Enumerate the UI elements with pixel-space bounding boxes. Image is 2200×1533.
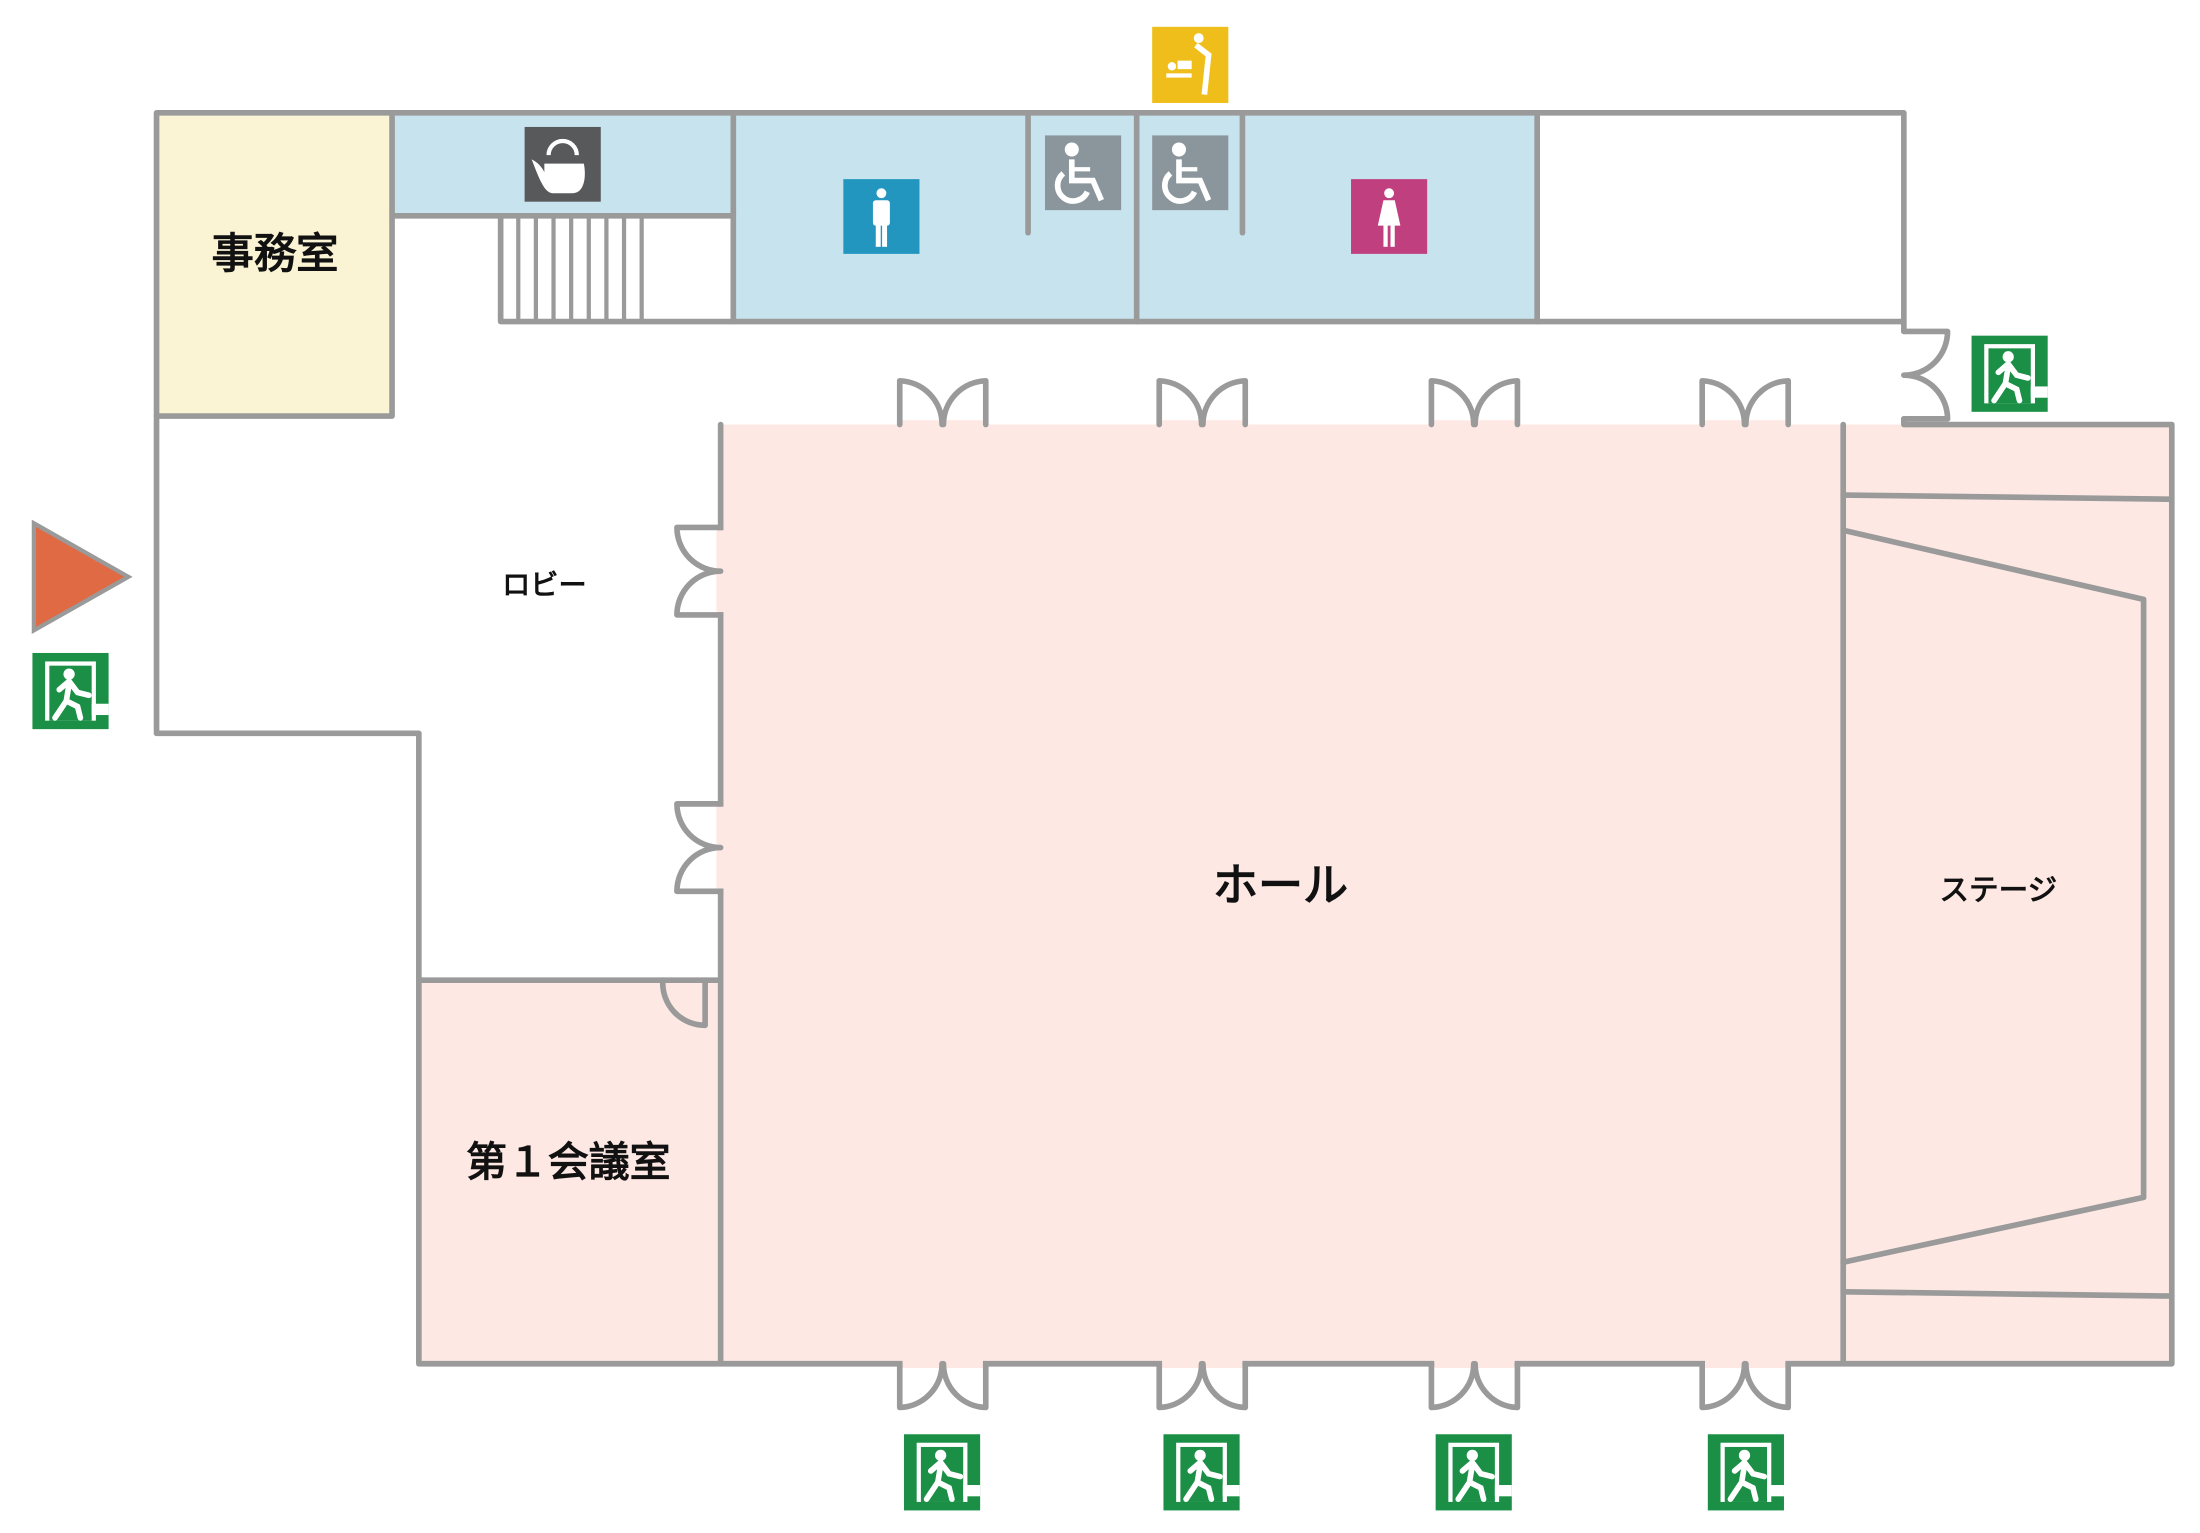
hall-room[interactable] (720, 424, 1844, 1364)
emergency-exit-icon (1163, 1434, 1240, 1511)
double-door[interactable] (1428, 1359, 1521, 1411)
double-door[interactable] (1428, 377, 1521, 429)
office-label: 事務室 (212, 229, 339, 278)
womens-restroom-icon (1351, 179, 1428, 254)
double-door[interactable] (1156, 377, 1249, 429)
wheelchair-restroom-icon (1045, 135, 1122, 211)
staircase (498, 215, 644, 322)
double-door[interactable] (1699, 377, 1792, 429)
wheelchair-restroom-icon (1152, 135, 1229, 211)
mens-restroom-icon (843, 179, 920, 254)
meeting-room-door[interactable] (659, 977, 708, 1029)
double-door[interactable] (1699, 1359, 1792, 1411)
baby-changing-icon (1152, 26, 1229, 103)
double-door[interactable] (674, 524, 725, 618)
double-door[interactable] (674, 801, 725, 895)
entrance-arrow-icon (31, 519, 133, 635)
double-door[interactable] (1156, 1359, 1249, 1411)
kettle-icon (524, 126, 601, 202)
hall-label: ホール (1213, 858, 1348, 911)
walls (153, 110, 2175, 1367)
stage-area[interactable] (1843, 424, 2172, 1364)
emergency-exit-icon (32, 652, 109, 730)
meeting-room-1-label: 第１会議室 (466, 1138, 670, 1186)
emergency-exit-icon (903, 1434, 981, 1511)
stage-label: ステージ (1939, 873, 2057, 907)
doors (659, 328, 1951, 1411)
emergency-exit-icon (1435, 1434, 1512, 1511)
emergency-exit-icon (1971, 335, 2048, 412)
emergency-exit-icon (1707, 1434, 1784, 1511)
office-room[interactable] (156, 112, 393, 417)
side-exit-door[interactable] (1899, 328, 1951, 422)
meeting-room-1[interactable] (418, 980, 721, 1364)
lobby-label: ロビー (502, 569, 587, 602)
double-door[interactable] (896, 1359, 989, 1411)
double-door[interactable] (896, 377, 989, 429)
